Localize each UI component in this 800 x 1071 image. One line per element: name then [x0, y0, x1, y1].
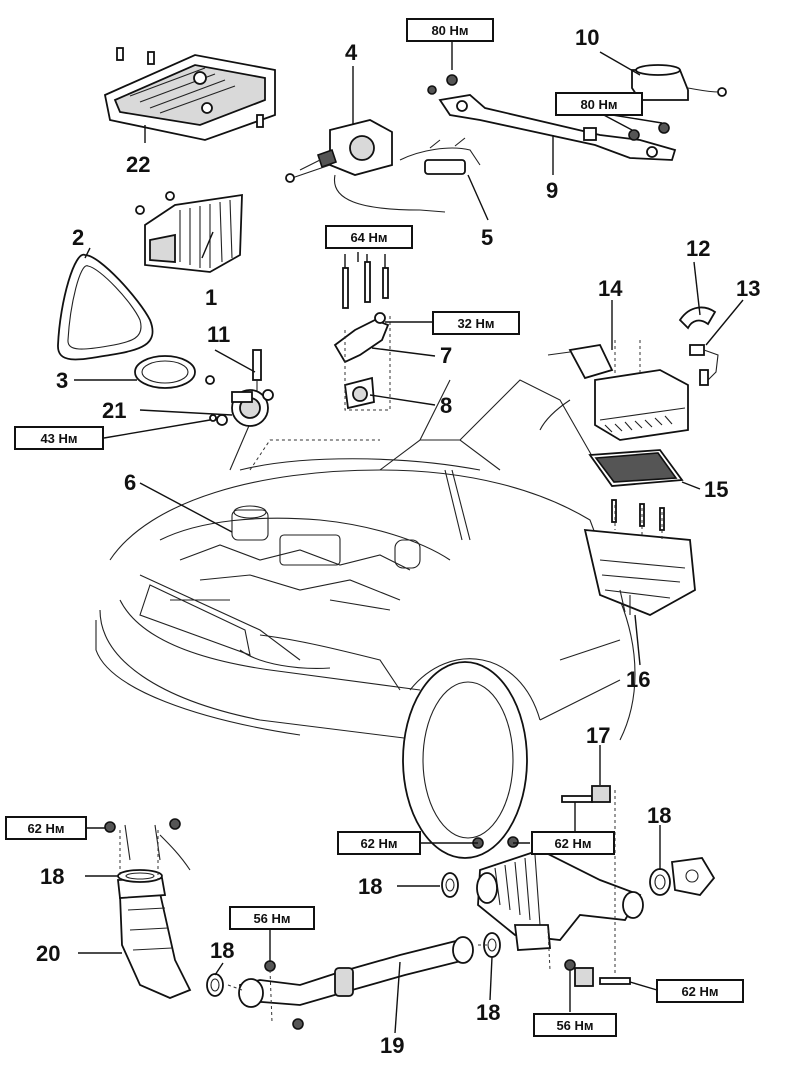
callout-17: 17: [586, 723, 610, 748]
torque-box-62-right: 62 Нм: [531, 831, 615, 855]
callout-18-center: 18: [358, 874, 382, 899]
callout-15: 15: [704, 477, 728, 502]
callout-7: 7: [440, 343, 452, 368]
callout-numbers: 4 10 22 9 5 2 12 13 14 1 11 7 3 8 21 6 1…: [36, 25, 760, 1058]
part-20-catalytic-converter: [116, 824, 192, 999]
svg-text:32 Нм: 32 Нм: [457, 316, 494, 331]
torque-box-80-top: 80 Нм: [406, 18, 494, 42]
part-19-exhaust-pipe: [238, 936, 474, 1008]
torque-box-32: 32 Нм: [432, 311, 520, 335]
part-14-air-cleaner-cap: [539, 344, 689, 441]
svg-text:64 Нм: 64 Нм: [350, 230, 387, 245]
part-16-air-box: [583, 499, 696, 616]
front-exhaust-y-pipe: [476, 849, 644, 951]
callout-14: 14: [598, 276, 623, 301]
callout-22: 22: [126, 152, 150, 177]
callout-6: 6: [124, 470, 136, 495]
part-5-cable: [399, 137, 481, 213]
part-7-mount: [333, 312, 390, 364]
part-10-reservoir: [631, 64, 727, 101]
part-3-small-belt: [134, 355, 196, 389]
callout-4: 4: [345, 40, 358, 65]
torque-spec-labels: 80 Нм 80 Нм 64 Нм 32 Нм 43 Нм 62 Нм 62 Н…: [5, 18, 744, 1037]
callout-12: 12: [686, 236, 710, 261]
callout-1: 1: [205, 285, 217, 310]
callout-18-lower-middle: 18: [476, 1000, 500, 1025]
svg-text:56 Нм: 56 Нм: [556, 1018, 593, 1033]
torque-box-80-right: 80 Нм: [555, 92, 643, 116]
torque-box-62-center: 62 Нм: [337, 831, 421, 855]
callout-9: 9: [546, 178, 558, 203]
callout-20: 20: [36, 941, 60, 966]
svg-text:62 Нм: 62 Нм: [681, 984, 718, 999]
callout-3: 3: [56, 368, 68, 393]
svg-text:80 Нм: 80 Нм: [431, 23, 468, 38]
vehicle-front-illustration: [95, 379, 636, 859]
part-17-bolt-spring: [561, 785, 631, 987]
part-18-gasket-upper-left: [117, 869, 163, 883]
part-1-bracket: [135, 191, 243, 273]
svg-text:62 Нм: 62 Нм: [554, 836, 591, 851]
svg-text:80 Нм: 80 Нм: [580, 97, 617, 112]
callout-2: 2: [72, 225, 84, 250]
svg-text:62 Нм: 62 Нм: [360, 836, 397, 851]
torque-box-56-bottom: 56 Нм: [533, 1013, 617, 1037]
part-21-vacuum-pump: [205, 375, 274, 427]
leader-lines: [74, 40, 744, 1034]
callout-10: 10: [575, 25, 599, 50]
torque-box-56-left: 56 Нм: [229, 906, 315, 930]
callout-5: 5: [481, 225, 493, 250]
torque-box-43: 43 Нм: [14, 426, 104, 450]
callout-18-upper-left: 18: [40, 864, 64, 889]
part-4-throttle-body: [285, 119, 421, 211]
part-8-pad: [344, 376, 375, 410]
torque-box-62-left: 62 Нм: [5, 816, 87, 840]
callout-13: 13: [736, 276, 760, 301]
callout-19: 19: [380, 1033, 404, 1058]
part-11-sensor: [252, 349, 262, 395]
torque-box-62-bottom-right: 62 Нм: [656, 979, 744, 1003]
callout-18-far-right: 18: [647, 803, 671, 828]
svg-text:56 Нм: 56 Нм: [253, 911, 290, 926]
callout-18-lower-left: 18: [210, 938, 234, 963]
bolts-64: [342, 254, 389, 309]
part-18-gasket-lower-left: [206, 973, 224, 997]
part-18-gasket-right-upper: [441, 872, 459, 898]
part-2-drive-belt: [57, 254, 154, 361]
part-13-sensor-connector: [689, 344, 719, 386]
callout-8: 8: [440, 393, 452, 418]
svg-text:43 Нм: 43 Нм: [40, 431, 77, 446]
part-22-engine-cover: [103, 47, 276, 141]
svg-text:62 Нм: 62 Нм: [27, 821, 64, 836]
part-18-gasket-far-right: [649, 857, 716, 896]
part-12-hose: [678, 306, 717, 330]
callout-21: 21: [102, 398, 126, 423]
callout-16: 16: [626, 667, 650, 692]
torque-box-64: 64 Нм: [325, 225, 413, 249]
part-9-strut-brace: [427, 74, 677, 161]
callout-11: 11: [207, 322, 230, 347]
part-15-air-filter: [588, 449, 684, 487]
